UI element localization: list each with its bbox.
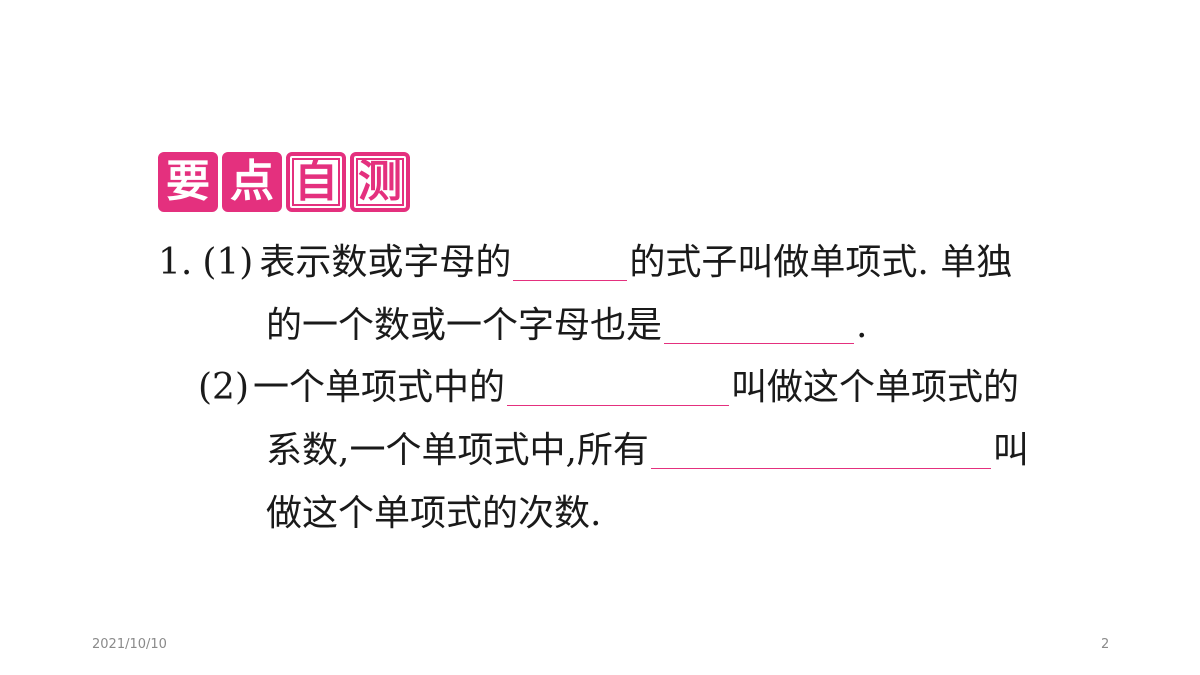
line-2-text-before: 的一个数或一个字母也是 — [266, 305, 663, 346]
heading-char-2: 点 — [222, 152, 282, 212]
footer-page-number: 2 — [1101, 637, 1110, 652]
section-heading-badge: 要 点 自 测 — [158, 152, 410, 214]
fill-blank-1[interactable] — [513, 246, 628, 281]
line-3-text-before: 一个单项式中的 — [253, 367, 506, 408]
footer-date: 2021/10/10 — [92, 637, 167, 652]
line-1-text-after: 的式子叫做单项式. 单独 — [629, 242, 1013, 283]
part-1-label: (1) — [202, 242, 254, 283]
part-2-label: (2) — [198, 367, 249, 408]
question-line-5: 做这个单项式的次数. — [266, 496, 601, 532]
question-line-3: (2) 一个单项式中的 叫做这个单项式的 — [198, 370, 1019, 406]
line-2-text-after: . — [856, 305, 868, 346]
line-3-text-after: 叫做这个单项式的 — [731, 367, 1020, 408]
question-line-4: 系数,一个单项式中,所有 叫 — [266, 433, 1029, 469]
question-line-2: 的一个数或一个字母也是 . — [266, 308, 867, 344]
line-4-text-before: 系数,一个单项式中,所有 — [266, 430, 649, 471]
fill-blank-2[interactable] — [664, 309, 855, 344]
question-number: 1. — [158, 242, 193, 283]
heading-char-1: 要 — [158, 152, 218, 212]
heading-char-4: 测 — [350, 152, 410, 212]
fill-blank-3[interactable] — [507, 371, 730, 406]
line-5-text: 做这个单项式的次数. — [266, 493, 602, 534]
line-1-text-before: 表示数或字母的 — [259, 242, 512, 283]
fill-blank-4[interactable] — [650, 434, 991, 469]
line-4-text-after: 叫 — [992, 430, 1029, 471]
heading-char-3: 自 — [286, 152, 346, 212]
question-line-1: 1. (1) 表示数或字母的 的式子叫做单项式. 单独 — [158, 245, 1012, 281]
